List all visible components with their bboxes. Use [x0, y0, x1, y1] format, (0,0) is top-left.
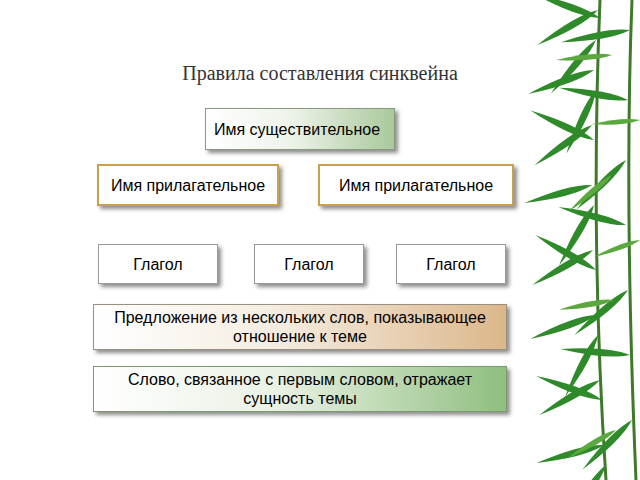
box-text: Слово, связанное с первым словом, отража… [102, 370, 498, 408]
box-text: Имя прилагательное [107, 176, 269, 195]
text-box: Имя прилагательное [318, 164, 514, 206]
text-box: Имя прилагательное [97, 164, 279, 206]
text-box: Слово, связанное с первым словом, отража… [93, 366, 507, 412]
box-text: Глагол [405, 255, 497, 274]
box-text: Глагол [107, 255, 209, 274]
box-text: Имя прилагательное [328, 176, 504, 195]
box-text: Предложение из нескольких слов, показыва… [102, 308, 498, 346]
box-text: Имя существительное [214, 120, 386, 139]
text-box: Глагол [98, 244, 218, 284]
text-box: Предложение из нескольких слов, показыва… [93, 304, 507, 350]
text-box: Глагол [396, 244, 506, 284]
text-box: Глагол [254, 244, 364, 284]
diagram-title: Правила составления синквейна [100, 62, 540, 85]
text-box: Имя существительное [205, 108, 395, 150]
box-text: Глагол [263, 255, 355, 274]
